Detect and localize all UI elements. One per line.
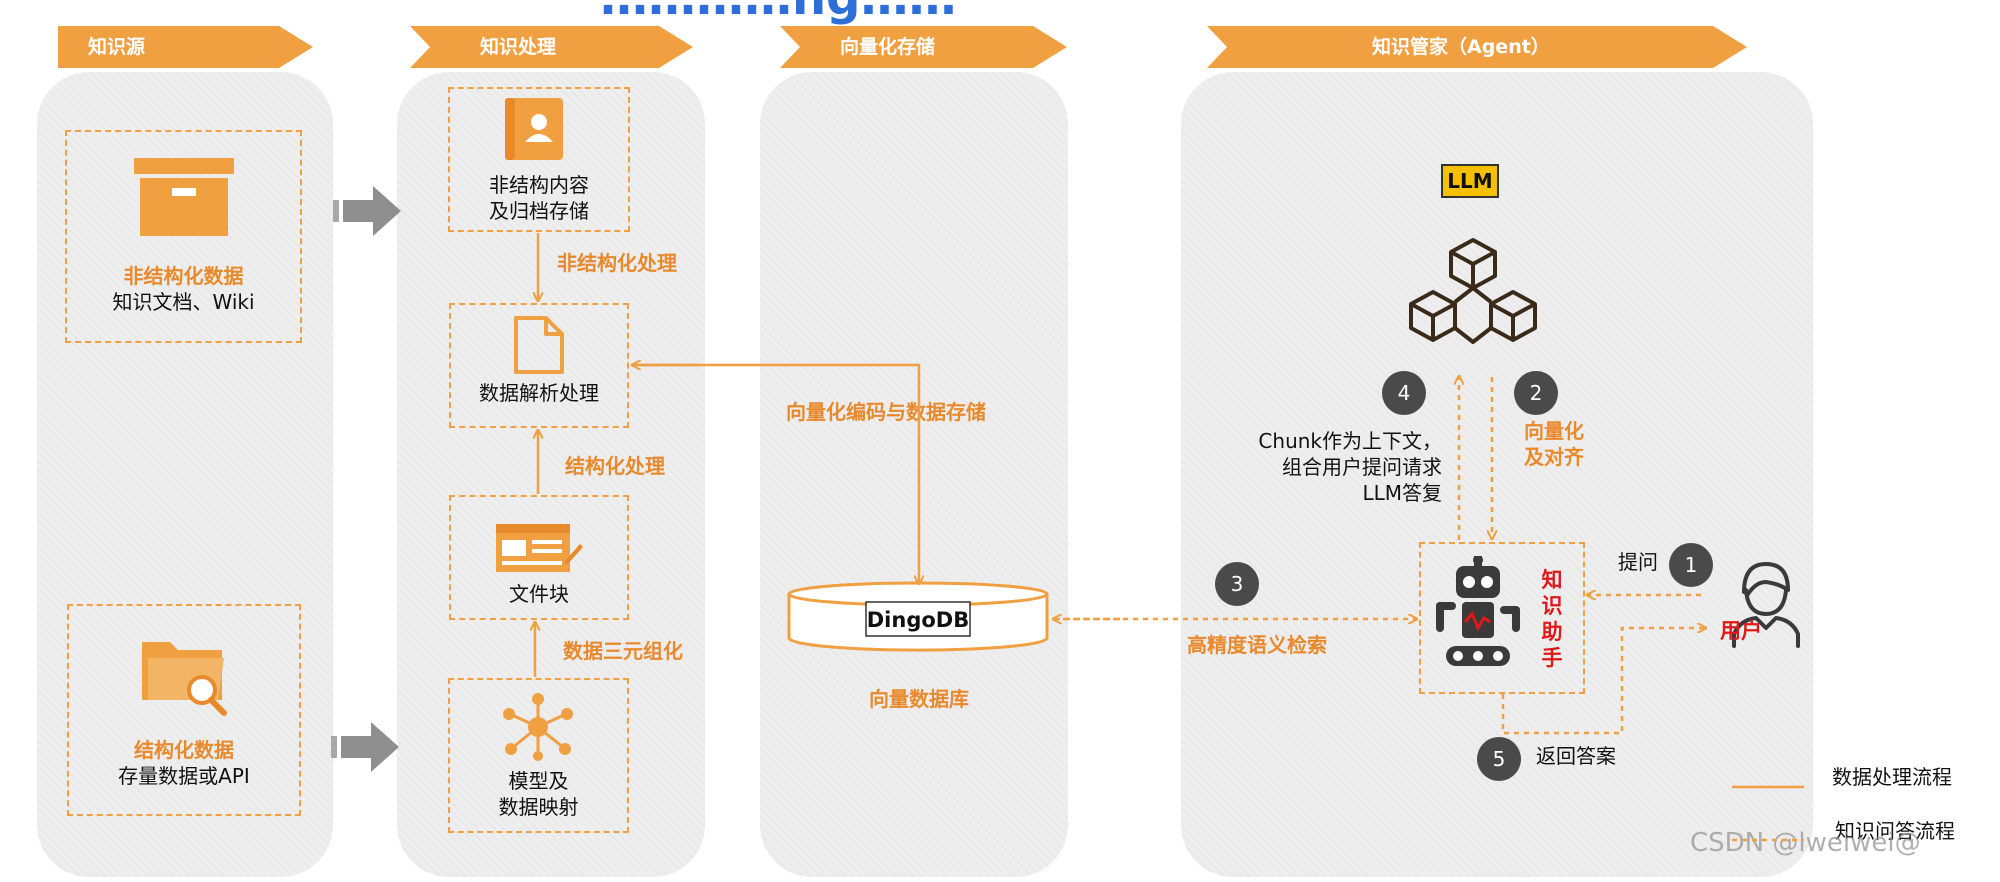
model-mapping-box <box>448 678 629 833</box>
watermark: CSDN @lweiwei@ <box>1690 828 1921 858</box>
archive-storage-label: 非结构内容 及归档存储 <box>489 173 589 223</box>
step-5-badge: 5 <box>1477 737 1521 781</box>
user-label: 用户 <box>1720 619 1762 643</box>
llm-cubes-icon <box>1409 238 1537 344</box>
unstructured-sub: 知识文档、Wiki <box>112 290 255 314</box>
stage-processing: 知识处理 <box>410 26 693 68</box>
edge-label-unstructured: 非结构化处理 <box>557 251 677 275</box>
archive-storage-box <box>448 87 630 232</box>
step-4-badge: 4 <box>1382 371 1426 415</box>
flow-arrow-unstructured <box>333 186 401 236</box>
step-1-badge: 1 <box>1669 543 1713 587</box>
qa-line-step5 <box>1501 628 1705 735</box>
storage-column <box>760 72 1068 877</box>
step-3-badge: 3 <box>1215 562 1259 606</box>
stage-agent-label: 知识管家（Agent） <box>1372 36 1550 58</box>
archive-box-icon <box>134 158 234 236</box>
stage-agent: 知识管家（Agent） <box>1207 26 1747 68</box>
contact-book-icon <box>505 98 563 160</box>
vector-db-caption: 向量数据库 <box>869 687 969 711</box>
vector-encode-label: 向量化编码与数据存储 <box>786 400 986 424</box>
file-chunk-box <box>449 495 629 620</box>
legend-data-flow-label: 数据处理流程 <box>1832 765 1952 789</box>
stage-storage-label: 向量化存储 <box>840 36 936 58</box>
step-3-label: 高精度语义检索 <box>1187 633 1327 657</box>
assistant-label: 知 识 助 手 <box>1541 568 1563 670</box>
flow-arrow-structured <box>331 722 399 772</box>
web-window-icon <box>496 524 583 572</box>
folder-search-icon <box>142 642 227 716</box>
knowledge-assistant-box <box>1419 542 1585 694</box>
legend-qa-flow-label: 知识问答流程 <box>1835 819 1955 843</box>
structured-title: 结构化数据 <box>134 738 234 762</box>
structured-sub: 存量数据或API <box>118 764 250 788</box>
network-graph-icon <box>503 693 573 761</box>
step-5-label: 返回答案 <box>1536 744 1616 768</box>
robot-icon <box>1436 556 1520 666</box>
model-mapping-label: 模型及 数据映射 <box>498 769 579 819</box>
document-icon <box>514 316 564 374</box>
edge-label-structured: 结构化处理 <box>565 454 665 478</box>
page-title-fragment: …………ng…… <box>600 0 957 26</box>
llm-badge: LLM <box>1441 164 1499 198</box>
data-parsing-label: 数据解析处理 <box>479 381 599 405</box>
flow-line-vector-storage <box>631 363 919 583</box>
llm-label: LLM <box>1447 169 1493 193</box>
unstructured-title: 非结构化数据 <box>123 264 244 288</box>
step-2-label: 向量化 及对齐 <box>1524 419 1584 469</box>
stage-processing-label: 知识处理 <box>480 36 557 58</box>
step-2-badge: 2 <box>1514 371 1558 415</box>
vector-database-cylinder <box>787 581 1049 652</box>
step-4-label: Chunk作为上下文， 组合用户提问请求 LLM答复 <box>1258 429 1442 505</box>
file-chunk-label: 文件块 <box>509 582 569 606</box>
stage-storage: 向量化存储 <box>780 26 1067 68</box>
edge-label-triples: 数据三元组化 <box>563 639 683 663</box>
data-parsing-box <box>449 303 629 428</box>
stage-sources: 知识源 <box>58 26 313 68</box>
user-icon <box>1732 562 1800 648</box>
dingodb-label: DingoDB <box>866 608 970 632</box>
step-1-label: 提问 <box>1618 550 1658 574</box>
structured-source-box <box>67 604 301 816</box>
unstructured-source-box <box>65 130 302 343</box>
stage-sources-label: 知识源 <box>88 36 146 58</box>
